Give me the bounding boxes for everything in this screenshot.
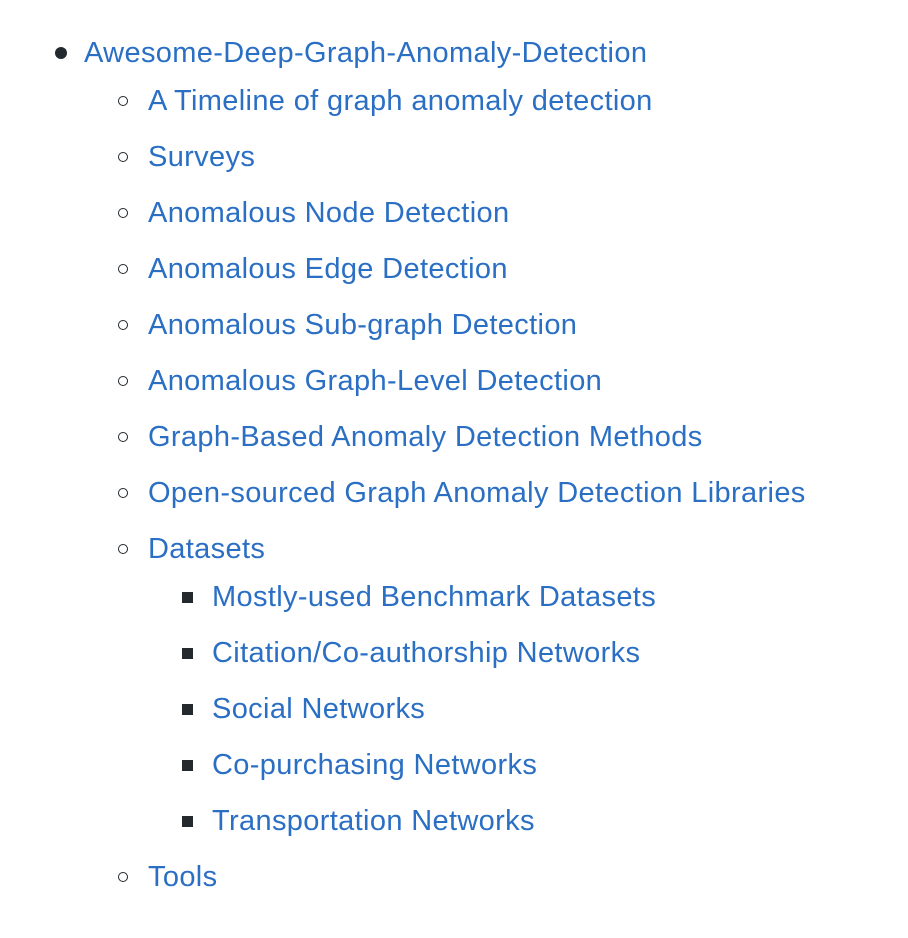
toc-item: Transportation Networks [212, 801, 535, 841]
bullet-square-icon [182, 816, 193, 827]
bullet-square-icon [182, 648, 193, 659]
bullet-circle-icon [118, 488, 128, 498]
bullet-circle-icon [118, 320, 128, 330]
bullet-square-icon [182, 592, 193, 603]
toc-item-root: Awesome-Deep-Graph-Anomaly-Detection [84, 33, 647, 73]
toc-link-citation-networks[interactable]: Citation/Co-authorship Networks [212, 637, 641, 669]
bullet-circle-icon [118, 872, 128, 882]
toc-link-anomalous-node-detection[interactable]: Anomalous Node Detection [148, 197, 510, 229]
toc-link-social-networks[interactable]: Social Networks [212, 693, 426, 725]
toc-item: Open-sourced Graph Anomaly Detection Lib… [148, 473, 806, 513]
toc-link-graph-based-methods[interactable]: Graph-Based Anomaly Detection Methods [148, 421, 703, 453]
toc-item: Datasets [148, 529, 265, 569]
toc-link-benchmark-datasets[interactable]: Mostly-used Benchmark Datasets [212, 581, 657, 613]
bullet-square-icon [182, 760, 193, 771]
toc-link-anomalous-edge-detection[interactable]: Anomalous Edge Detection [148, 253, 508, 285]
bullet-disc-icon [55, 47, 67, 59]
toc-link-awesome-deep-graph-anomaly-detection[interactable]: Awesome-Deep-Graph-Anomaly-Detection [84, 37, 648, 69]
toc-link-datasets[interactable]: Datasets [148, 533, 266, 565]
bullet-circle-icon [118, 264, 128, 274]
toc-item: Mostly-used Benchmark Datasets [212, 577, 656, 617]
toc-link-co-purchasing-networks[interactable]: Co-purchasing Networks [212, 749, 538, 781]
toc-link-timeline[interactable]: A Timeline of graph anomaly detection [148, 85, 653, 117]
toc-item: Social Networks [212, 689, 425, 729]
bullet-circle-icon [118, 376, 128, 386]
toc-link-anomalous-graph-level-detection[interactable]: Anomalous Graph-Level Detection [148, 365, 603, 397]
toc-item: Anomalous Graph-Level Detection [148, 361, 602, 401]
toc-item: Anomalous Edge Detection [148, 249, 508, 289]
toc-link-anomalous-sub-graph-detection[interactable]: Anomalous Sub-graph Detection [148, 309, 578, 341]
toc-link-transportation-networks[interactable]: Transportation Networks [212, 805, 535, 837]
toc-item: Graph-Based Anomaly Detection Methods [148, 417, 703, 457]
bullet-circle-icon [118, 208, 128, 218]
toc-item: Co-purchasing Networks [212, 745, 537, 785]
toc-item: Anomalous Node Detection [148, 193, 509, 233]
toc-link-tools[interactable]: Tools [148, 861, 218, 893]
toc-item: A Timeline of graph anomaly detection [148, 81, 653, 121]
toc-item: Tools [148, 857, 217, 897]
bullet-circle-icon [118, 432, 128, 442]
toc-link-open-sourced-libraries[interactable]: Open-sourced Graph Anomaly Detection Lib… [148, 477, 806, 509]
toc-item: Anomalous Sub-graph Detection [148, 305, 577, 345]
bullet-circle-icon [118, 544, 128, 554]
bullet-square-icon [182, 704, 193, 715]
bullet-circle-icon [118, 96, 128, 106]
toc-item: Surveys [148, 137, 255, 177]
toc-link-surveys[interactable]: Surveys [148, 141, 256, 173]
bullet-circle-icon [118, 152, 128, 162]
toc-item: Citation/Co-authorship Networks [212, 633, 640, 673]
